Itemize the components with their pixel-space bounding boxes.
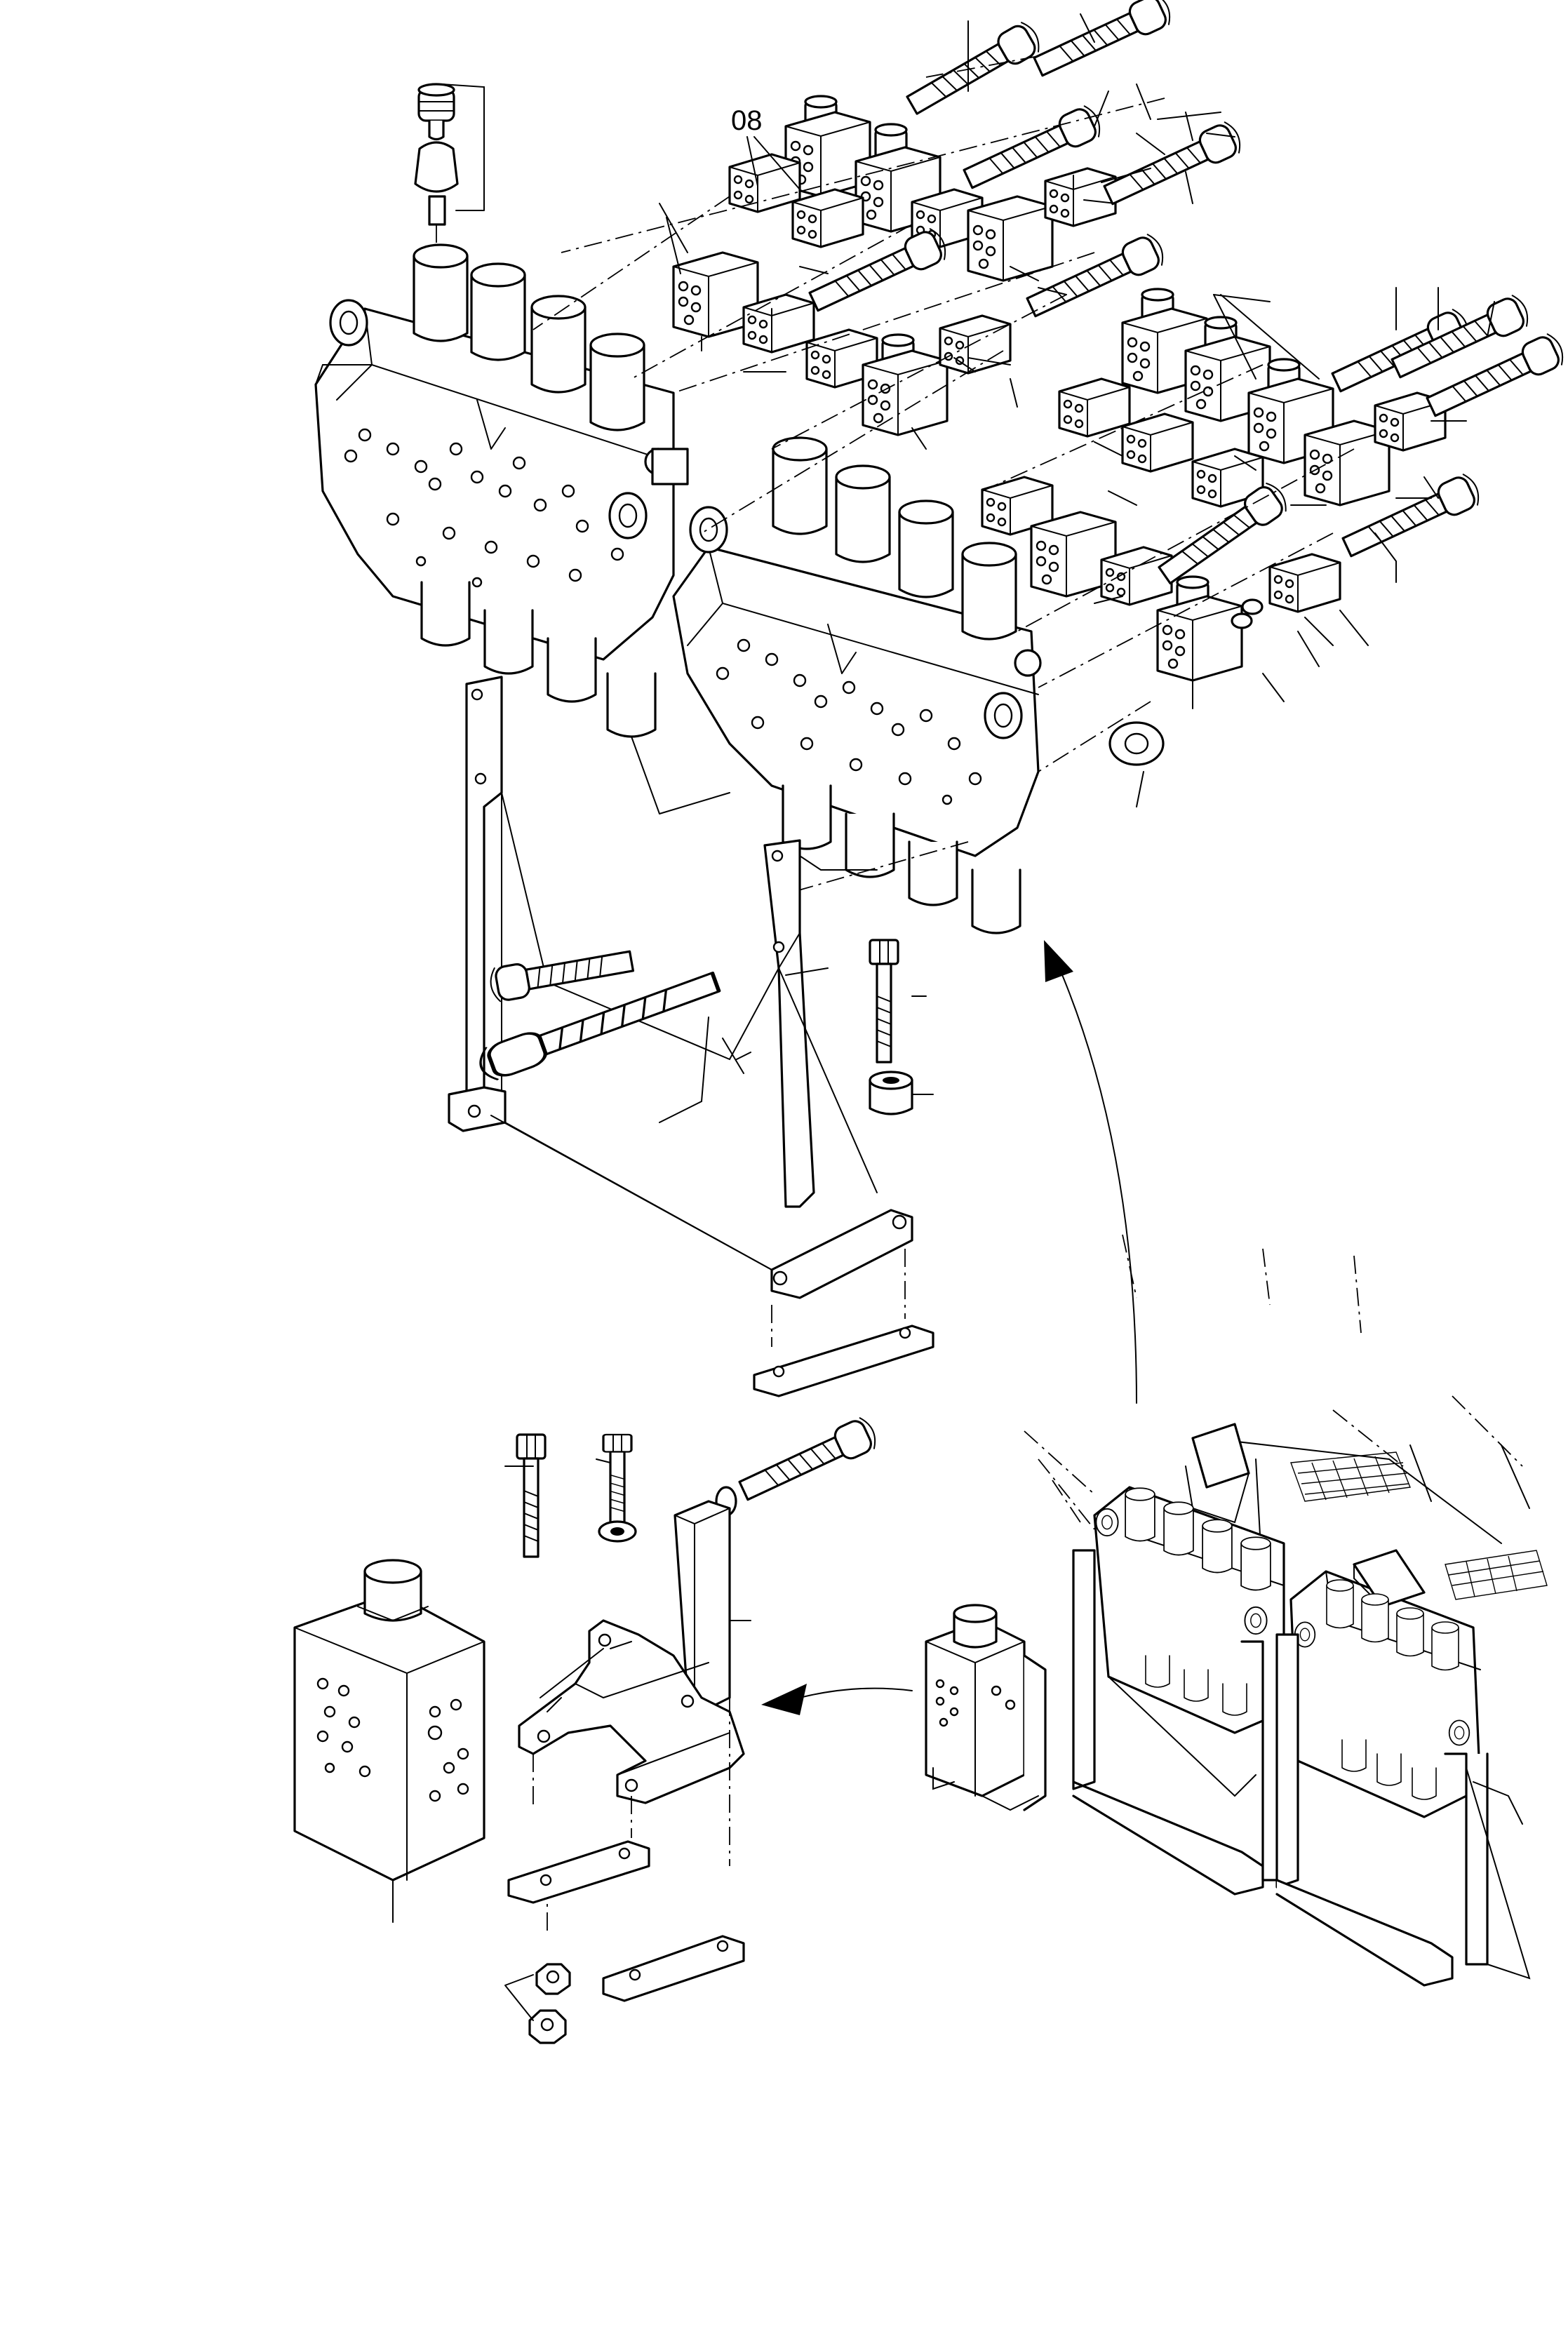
screen-mesh-1: [1290, 1451, 1411, 1502]
control-valve-body-2: [672, 436, 1042, 934]
side-valve-block: [293, 1559, 485, 1923]
valve-bracket: [518, 1500, 751, 1936]
valve1-cover-blocks: [672, 95, 1117, 436]
single-valve-mount-assembly: [293, 940, 1137, 2044]
arrow-left: [761, 1684, 913, 1715]
control-valve-body-1: [314, 243, 689, 738]
leader-lines-top: [631, 13, 1495, 814]
arrow-up: [1044, 940, 1137, 1404]
top-valve-assembly: 08: [314, 0, 1568, 1397]
installed-view: [1024, 1234, 1548, 1987]
cap-fitting: [414, 83, 485, 267]
valve2-cover-blocks: [981, 288, 1447, 766]
small-valve-unit: [925, 1604, 1047, 1811]
mounting-stand: [448, 676, 934, 1397]
callout-08: 08: [731, 105, 800, 190]
nuts: [504, 1963, 571, 2044]
shim-plates: [507, 1840, 745, 2002]
assembly-lines-top: [532, 55, 1355, 899]
screen-mesh-2: [1445, 1550, 1548, 1600]
callout-label: 08: [731, 105, 763, 136]
